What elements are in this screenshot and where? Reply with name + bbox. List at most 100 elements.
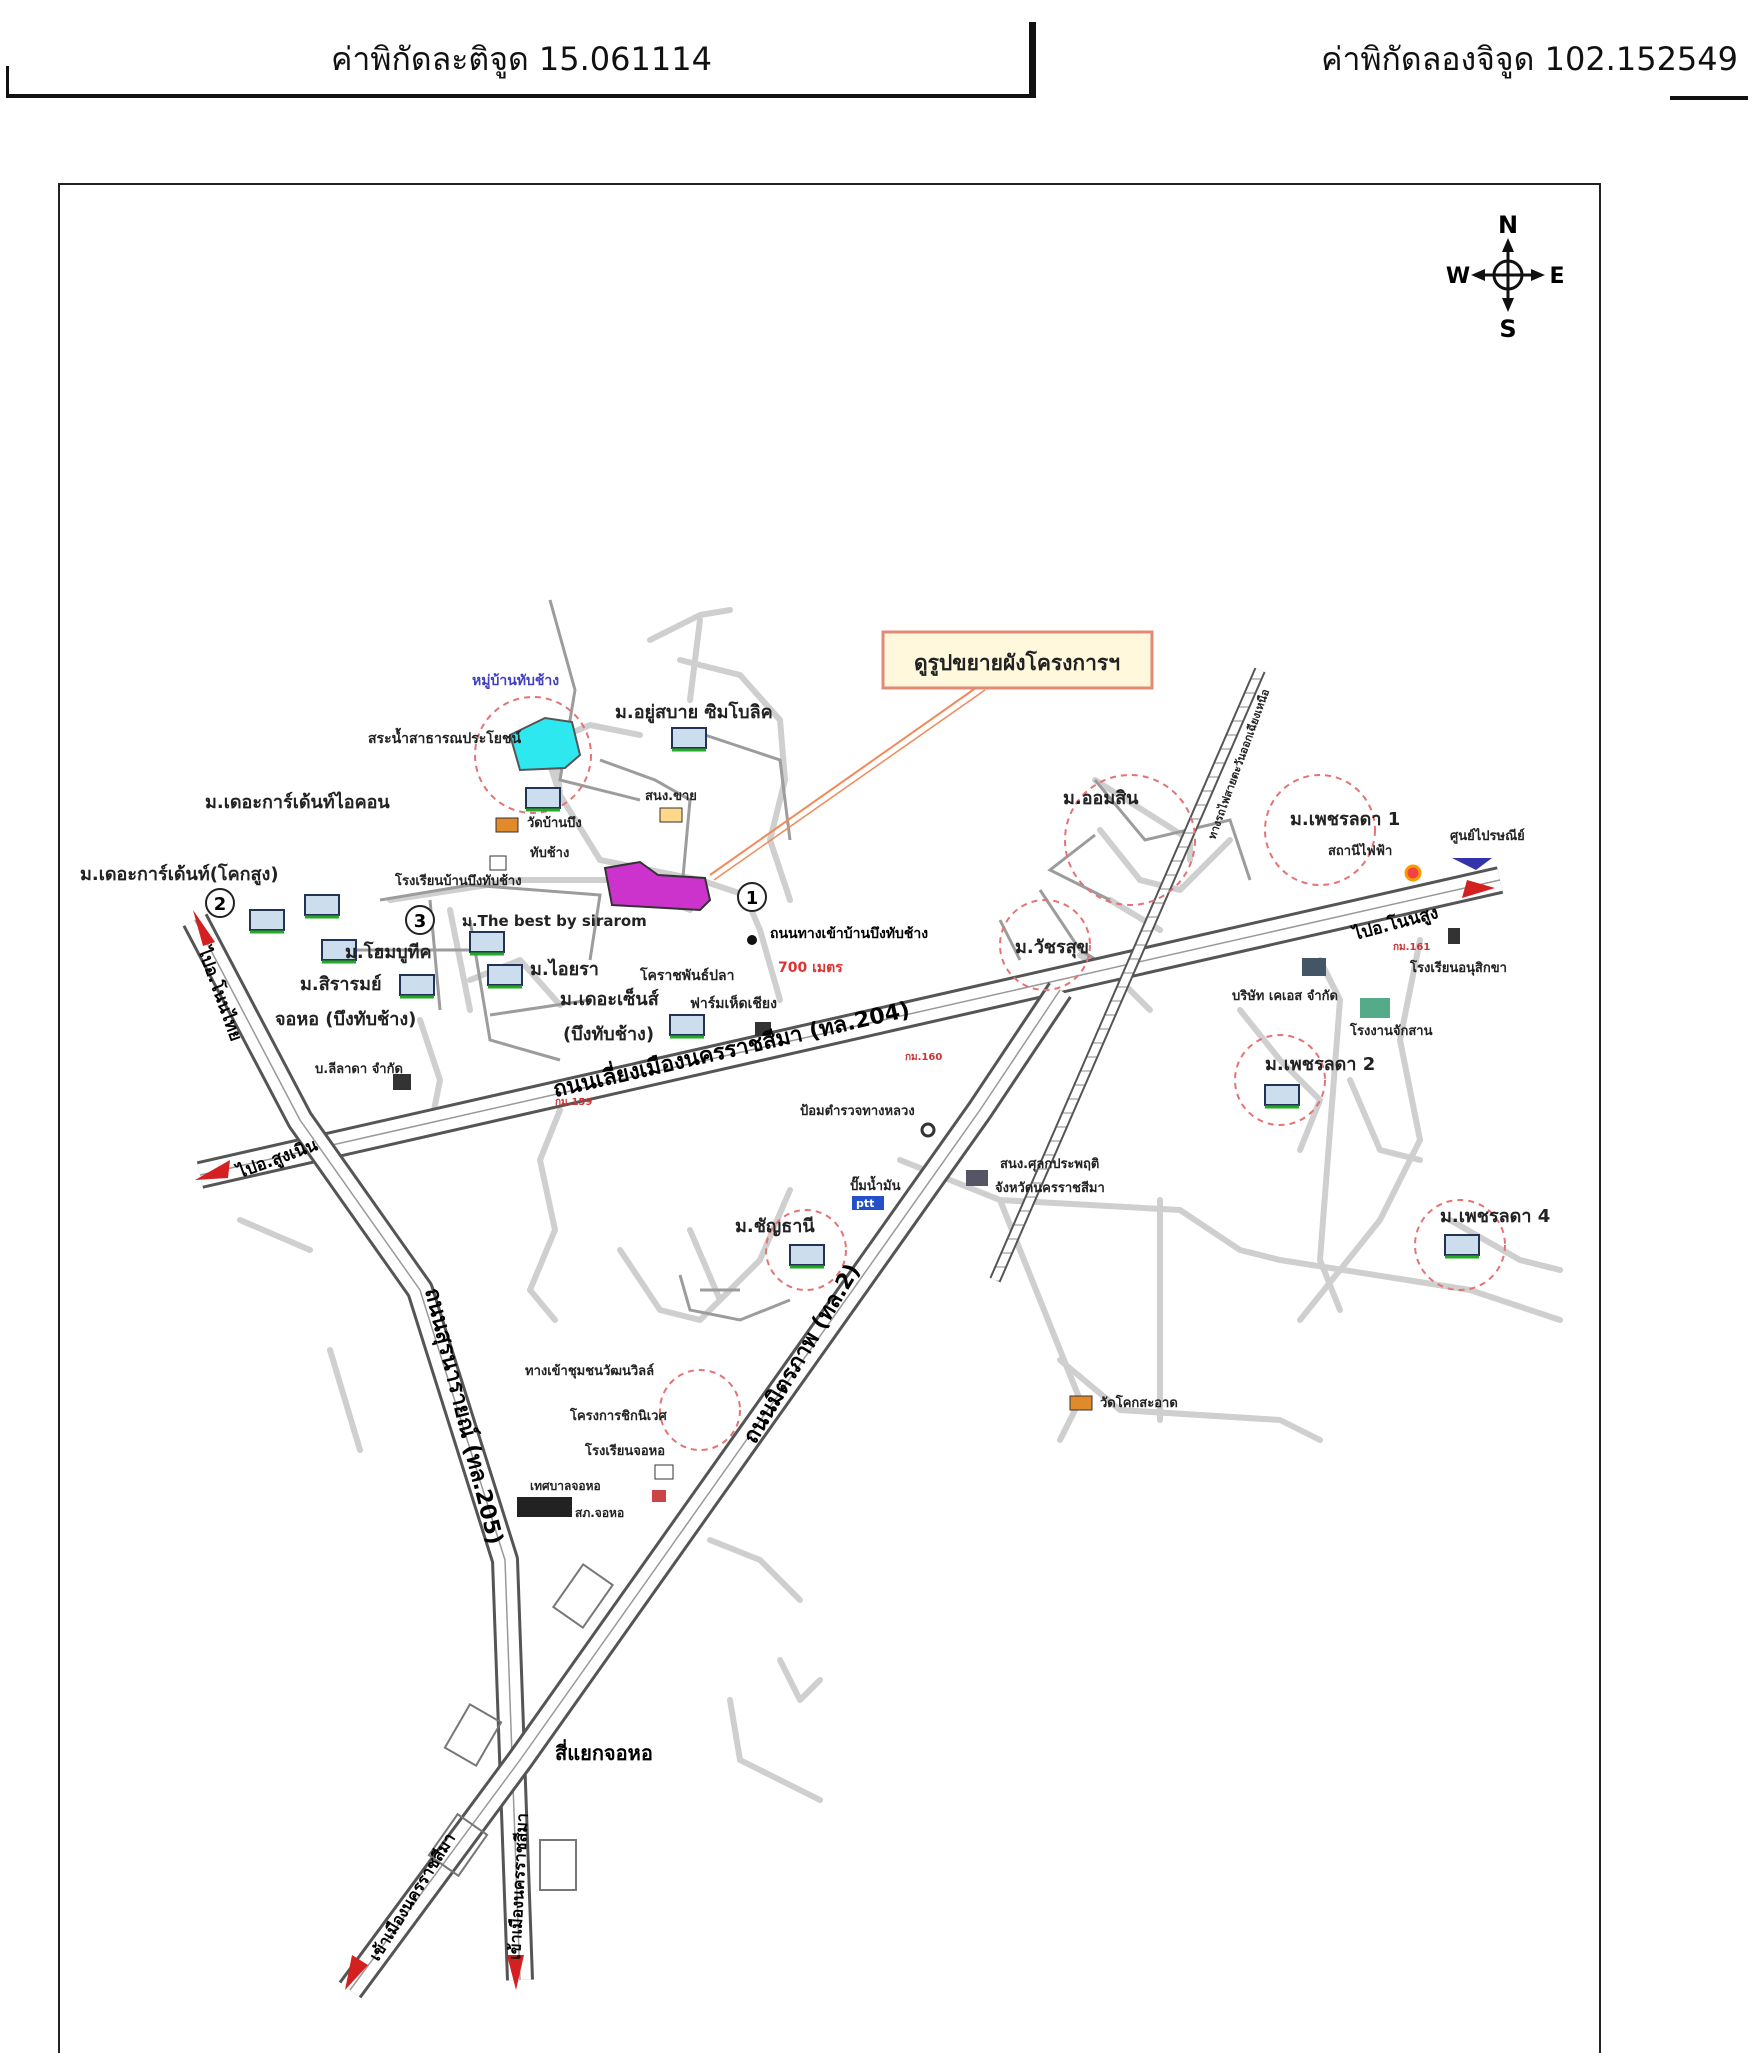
latitude-label: ค่าพิกัดละติจูด 15.061114 (331, 40, 712, 78)
label-phetcharat-1: ม.เพชรลดา 1 (1290, 809, 1400, 830)
minor-roads (237, 607, 1563, 1803)
marker-3: 3 (405, 905, 435, 935)
village-icon (304, 894, 340, 916)
label-ptt: ptt (856, 1197, 874, 1210)
label-the-center: ม.เดอะเซ็นส์ (560, 987, 660, 1010)
callout-box (881, 630, 1154, 690)
landmark-icons (393, 807, 1492, 1517)
mittraphap-road-2 (338, 982, 1072, 1999)
header-bottom-border (6, 94, 1036, 98)
village-icon (669, 1014, 705, 1036)
access-road-dot (747, 935, 757, 945)
direction-arrows (193, 880, 1495, 1990)
compass-s: S (1499, 315, 1516, 343)
building-icon (393, 1074, 411, 1090)
factory-icon (1360, 998, 1390, 1018)
label-wat-ban-bueng-2: ทับช้าง (530, 845, 569, 861)
callout-label: ดูรูปขยายผังโครงการฯ (914, 650, 1120, 677)
label-bueng-thap-chang: (บึงทับช้าง) (563, 1024, 654, 1045)
compass-n: N (1498, 211, 1518, 239)
marker-3-label: 3 (414, 911, 427, 932)
school-nikhom-icon (1448, 928, 1460, 944)
label-phetcharat-4: ม.เพชรลดา 4 (1440, 1206, 1550, 1227)
arrow-non-thai-icon (193, 910, 215, 946)
electric-station-icon (1404, 864, 1422, 882)
marker-1: 1 (737, 882, 767, 912)
label-post-center: ศูนย์ไปรษณีย์ (1450, 827, 1525, 844)
label-home-boutique: ม.โฮมบูทีค (345, 941, 432, 964)
label-highway-police: ป้อมตำรวจทางหลวง (800, 1103, 915, 1119)
callout-leader (709, 684, 981, 876)
marker-1-label: 1 (746, 888, 759, 909)
temple-khok-icon (1069, 1395, 1093, 1411)
coordinates-header: ค่าพิกัดละติจูด 15.061114 ค่าพิกัดลองจิจ… (6, 22, 1748, 100)
village-icon (1444, 1234, 1480, 1256)
label-siraromy: ม.สิรารมย์ (300, 973, 382, 995)
suranarai-road-205 (182, 913, 534, 1981)
village-icon (789, 1244, 825, 1266)
label-company-kaes: บริษัท เคเอส จำกัด (1232, 988, 1338, 1004)
arrow-non-sung-icon (1462, 880, 1495, 898)
label-to-city-1: เข้าเมืองนครราชสีมา (365, 1830, 459, 1965)
label-company-lalada: บ.ลีลาดา จำกัด (315, 1061, 403, 1077)
label-mittraphap: ถนนมิตรภาพ (ทล.2) (739, 1260, 866, 1448)
crosswalk-hatching (427, 1562, 615, 1891)
label-electric-station: สถานีไฟฟ้า (1328, 842, 1392, 859)
village-icon (487, 964, 523, 986)
label-chumchon-entrance: ทางเข้าชุมชนวัฒนวิลล์ (525, 1363, 654, 1379)
header-divider (1029, 22, 1036, 98)
label-wachira: ม.วัชรสุข (1015, 937, 1089, 959)
label-km-159: กม.159 (555, 1097, 592, 1108)
label-ivara: ม.ไอยรา (530, 958, 599, 980)
company-icon (1302, 958, 1326, 976)
government-office-icon (966, 1170, 988, 1186)
label-garden-icon: ม.เดอะการ์เด้นท์ไอคอน (205, 791, 390, 813)
label-orm-sin: ม.ออมสิน (1063, 788, 1139, 809)
label-access-road: ถนนทางเข้าบ้านบึงทับช้าง (770, 925, 928, 942)
office-icon (659, 807, 683, 823)
school-icon (489, 855, 507, 871)
village-icon (525, 787, 561, 809)
label-project-center: โครงการชิกนิเวศ (569, 1407, 667, 1424)
compass-w: W (1446, 264, 1470, 289)
label-ban-thap-chang: หมู่บ้านทับช้าง (472, 673, 559, 689)
label-wat-khok: วัดโคกสะอาด (1100, 1394, 1178, 1411)
label-chanyathani: ม.ชัญธานี (735, 1216, 815, 1237)
marker-2: 2 (205, 888, 235, 918)
railway (989, 667, 1266, 1283)
label-distance: 700 เมตร (778, 960, 843, 976)
ptt-icon (852, 1196, 884, 1210)
label-wat-ban-bueng: วัดบ้านบึง (527, 815, 582, 831)
label-school-nikhom: โรงเรียนอนุสิกขา (1409, 959, 1507, 976)
school-chokho-icon (654, 1464, 674, 1480)
label-school-bueng: โรงเรียนบ้านบึงทับช้าง (394, 872, 522, 889)
municipality-icon (517, 1497, 572, 1517)
compass-e: E (1549, 264, 1564, 289)
label-fish-farm: โคราชพันธ์ปลา (639, 966, 734, 984)
label-police-station: สภ.จอหอ (575, 1506, 624, 1520)
label-ayu-sabai: ม.อยู่สบาย ซิมโบลิค (615, 701, 773, 724)
village-icon (1264, 1084, 1300, 1106)
police-icon (920, 1122, 936, 1138)
label-dept-office: สนง.ศุลกประพฤติ (1000, 1157, 1099, 1172)
label-phetcharat-2: ม.เพชรลดา 2 (1265, 1054, 1375, 1075)
police-station-icon (652, 1490, 666, 1502)
longitude-label: ค่าพิกัดลองจิจูด 102.152549 (1321, 40, 1738, 78)
village-icon (671, 727, 707, 749)
village-icon (321, 939, 357, 961)
farm-icon (755, 1022, 771, 1036)
label-gas-station: ปั๊มน้ำมัน (850, 1175, 901, 1194)
label-chokho-bueng: จอหอ (บึงทับช้าง) (275, 1009, 416, 1030)
label-factory: โรงงานจักสาน (1349, 1022, 1433, 1039)
header-right-underline (1670, 96, 1748, 100)
label-public-pond: สระน้ำสาธารณประโยชน์ (368, 727, 521, 747)
label-sno-sai: สนง.ขาย (645, 789, 697, 804)
label-junction: สี่แยกจอหอ (555, 1738, 653, 1765)
arrow-city-1-icon (345, 1955, 368, 1990)
label-dept-office-2: จังหวัดนครราชสีมา (995, 1180, 1105, 1196)
village-icons (249, 727, 1480, 1269)
compass-icon: N S W E (1446, 211, 1565, 343)
arrow-sung-noen-icon (195, 1160, 230, 1180)
highlight-circles (474, 696, 1506, 1451)
village-icon (399, 974, 435, 996)
